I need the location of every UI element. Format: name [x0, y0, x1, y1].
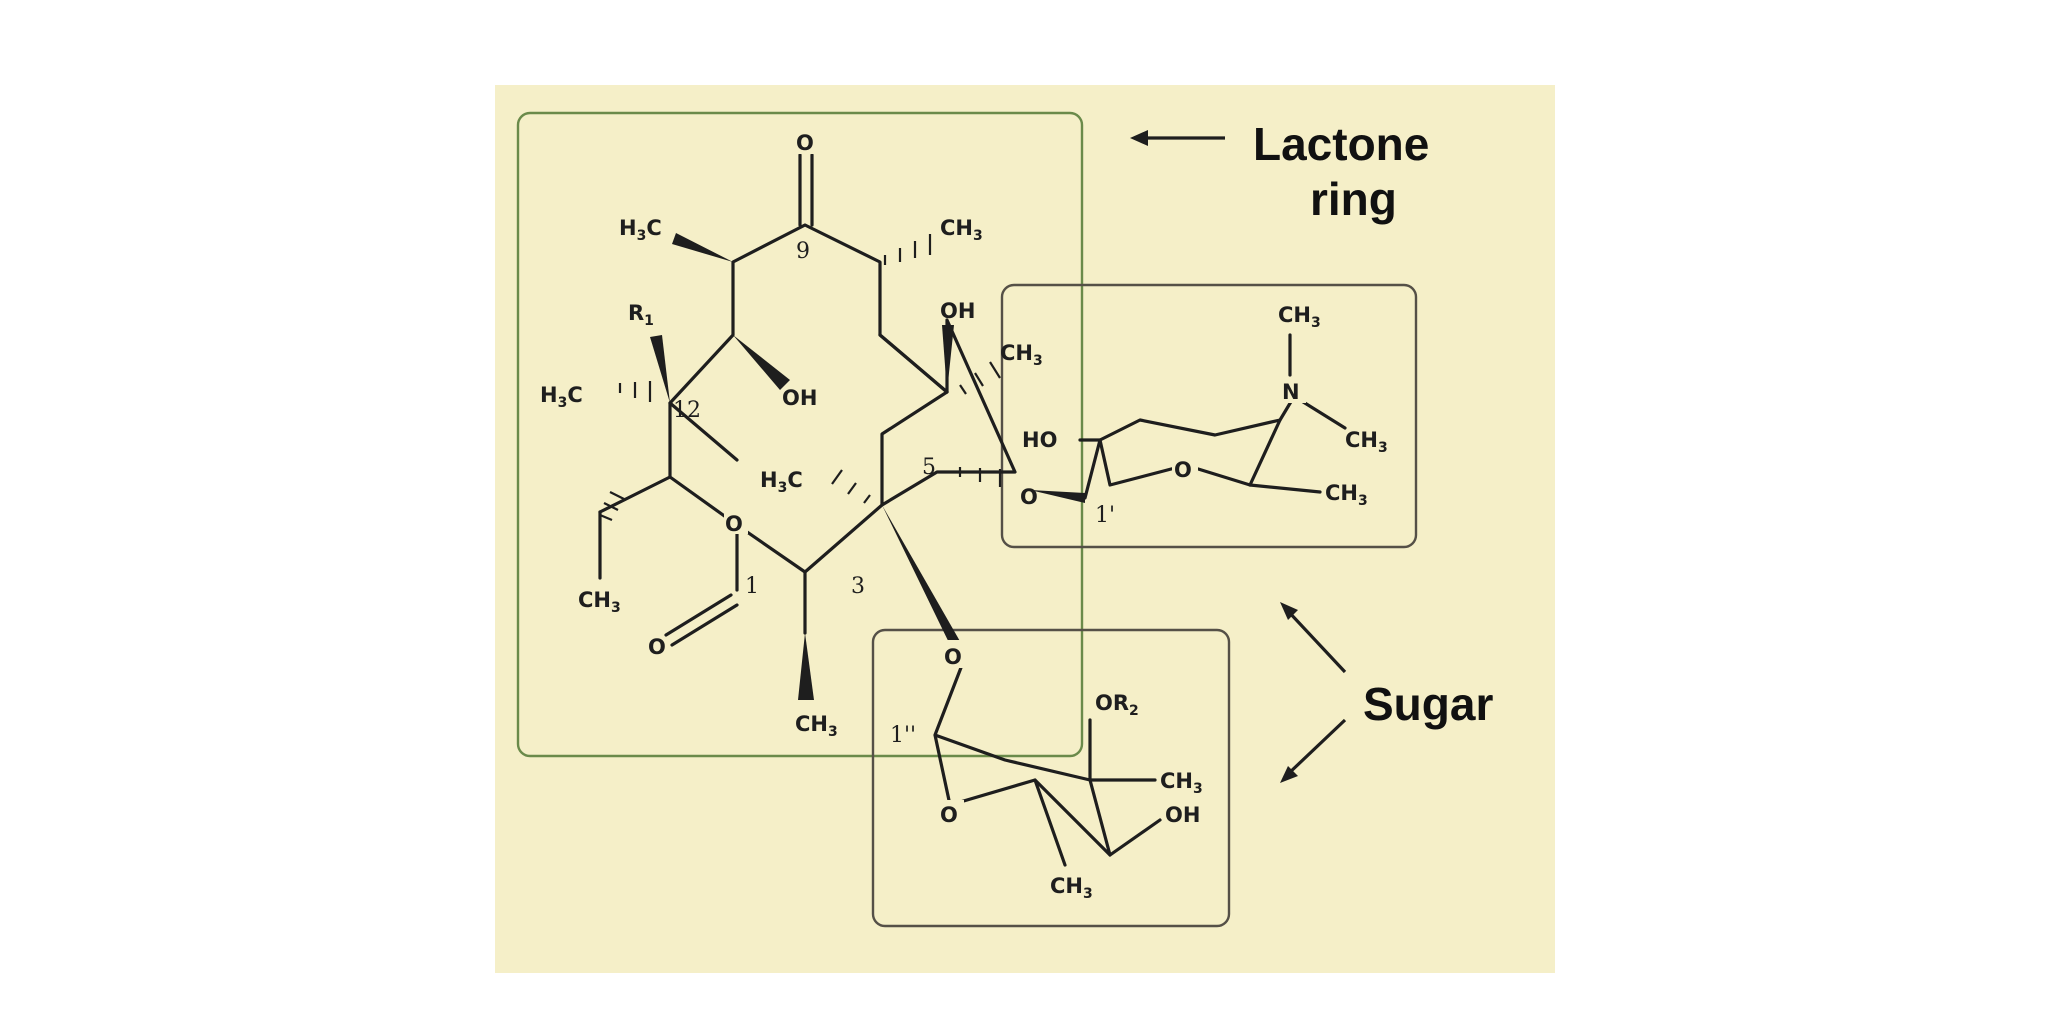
wedge-c3-o — [882, 505, 965, 655]
atom-ho-desosamine: HO — [1022, 428, 1057, 452]
hash-c6-methyl — [959, 361, 1001, 395]
hash-c5-o — [958, 467, 1002, 487]
label-lactone: Lactone — [1253, 118, 1429, 170]
cladinose-bonds — [933, 663, 1162, 867]
c9-carbonyl-bond — [798, 153, 814, 227]
atom-h3c-10: H3C — [619, 216, 662, 244]
atom-ch3-cladinose-methyl: CH3 — [1160, 769, 1203, 797]
number-c3: 3 — [851, 574, 865, 599]
wedge-c12-r1 — [650, 335, 670, 403]
atom-n-desosamine: N — [1282, 380, 1300, 404]
wedge-desos-o — [1030, 490, 1085, 503]
number-c1p-desosamine: 1' — [1095, 503, 1115, 528]
sugar-arrow-head-up — [1280, 602, 1298, 620]
callouts: Lactone ring Sugar — [1130, 118, 1493, 783]
atom-o-ring-cladinose: O — [940, 803, 958, 827]
desosamine-bonds — [1078, 333, 1347, 500]
c1-carbonyl-bond — [664, 593, 739, 647]
atom-oh-6: OH — [940, 299, 975, 323]
wedge-c2-methyl — [798, 633, 814, 700]
atom-ch3-ethyl: CH3 — [578, 588, 621, 616]
wedge-c6-oh — [942, 325, 954, 392]
lactone-arrow-head — [1130, 130, 1148, 146]
atom-h3c-4: H3C — [760, 468, 803, 496]
wedge-c10-methyl — [672, 233, 733, 262]
lactone-ring-box — [516, 111, 1084, 758]
atom-o-ring-desosamine: O — [1174, 458, 1192, 482]
number-c1: 1 — [745, 574, 759, 599]
hash-c12-methyl — [618, 381, 652, 402]
hash-c8-methyl — [883, 234, 932, 265]
hash-c13-ethyl — [599, 491, 627, 522]
desosamine-sugar-box — [1000, 283, 1418, 549]
wedge-c11-oh — [733, 335, 790, 390]
atom-oh-cladinose: OH — [1165, 803, 1200, 827]
atom-or2: OR2 — [1095, 691, 1139, 719]
lactone-ring-bonds — [598, 223, 1017, 635]
position-numbers: 9 12 5 3 1 1' 1'' — [673, 239, 1115, 748]
atom-o9: O — [796, 131, 814, 155]
diagram-panel — [495, 85, 1555, 973]
number-c1pp-cladinose: 1'' — [890, 723, 916, 748]
atom-ch3-cladinose-bottom: CH3 — [1050, 874, 1093, 902]
sugar-arrow-head-down — [1280, 766, 1298, 783]
atom-h3c-12: H3C — [540, 383, 583, 411]
atom-ch3-2: CH3 — [795, 712, 838, 740]
atom-o-carbonyl-1: O — [648, 635, 666, 659]
atom-oh-11: OH — [782, 386, 817, 410]
atom-o-lactone: O — [725, 512, 743, 536]
atom-r1: R1 — [628, 301, 654, 329]
atom-ch3-6: CH3 — [1000, 341, 1043, 369]
atom-o-glycoside-5: O — [1020, 485, 1038, 509]
atom-o-glycoside-3: O — [944, 645, 962, 669]
atom-ch3-8: CH3 — [940, 216, 983, 244]
atom-labels: O H3C CH3 R1 OH H3C O CH3 O CH3 OH CH3 H… — [540, 128, 1388, 902]
hash-c4-methyl — [831, 469, 871, 504]
label-ring: ring — [1310, 173, 1397, 225]
atom-ch3-n-right: CH3 — [1345, 428, 1388, 456]
cladinose-sugar-box — [871, 628, 1231, 928]
atom-ch3-desosamine: CH3 — [1325, 481, 1368, 509]
atom-ch3-n-top: CH3 — [1278, 303, 1321, 331]
number-c12: 12 — [673, 398, 701, 423]
label-sugar: Sugar — [1363, 678, 1493, 730]
number-c9: 9 — [796, 239, 810, 264]
number-c5: 5 — [922, 455, 936, 480]
